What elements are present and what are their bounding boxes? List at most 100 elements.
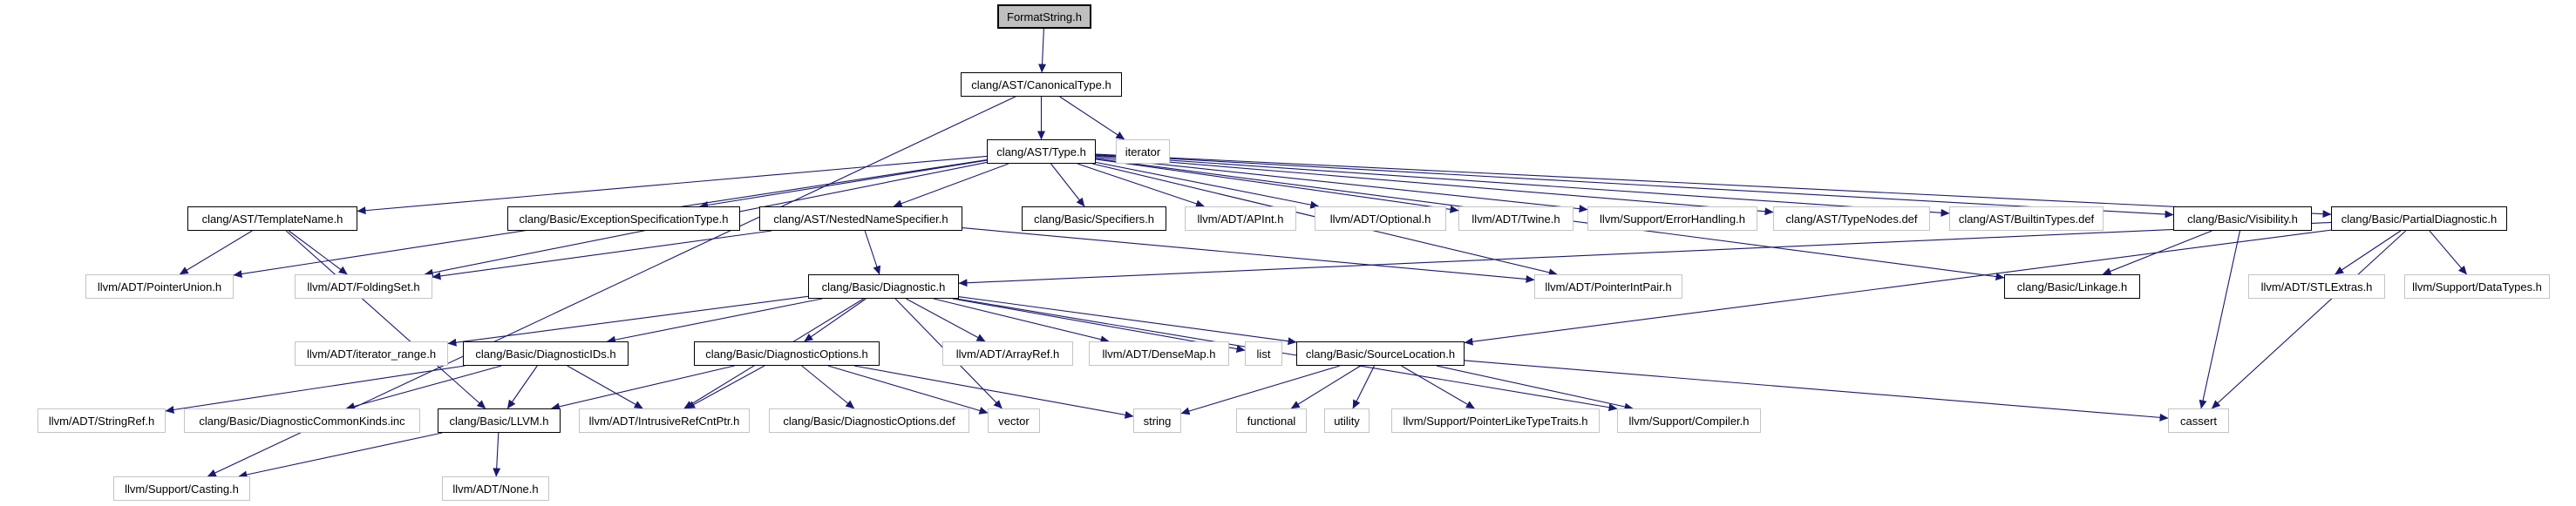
- graph-node-label: clang/Basic/DiagnosticCommonKinds.inc: [199, 414, 405, 428]
- edge-type-to-partialdiag: [1095, 153, 2332, 219]
- graph-node-type[interactable]: clang/AST/Type.h: [987, 139, 1096, 164]
- graph-node-arrayref: llvm/ADT/ArrayRef.h: [942, 341, 1073, 366]
- edge-templatename-to-pointerunion: [179, 230, 253, 275]
- graph-node-label: clang/Basic/PartialDiagnostic.h: [2341, 212, 2498, 226]
- graph-node-llvmh[interactable]: clang/Basic/LLVM.h: [438, 408, 561, 433]
- edge-sourcelocation-to-utility: [1352, 365, 1375, 409]
- graph-node-label: clang/AST/BuiltinTypes.def: [1958, 212, 2095, 226]
- edge-type-to-nestedname: [893, 163, 1009, 207]
- graph-node-label: clang/AST/NestedNameSpecifier.h: [773, 212, 948, 226]
- graph-node-label: clang/AST/CanonicalType.h: [971, 78, 1111, 91]
- edge-sourcelocation-to-functional: [1290, 365, 1362, 409]
- graph-node-diagopts[interactable]: clang/Basic/DiagnosticOptions.h: [694, 341, 880, 366]
- edge-nestedname-to-diagnostic: [864, 230, 881, 275]
- graph-node-commonkinds: clang/Basic/DiagnosticCommonKinds.inc: [184, 408, 420, 433]
- edge-diagids-to-stringref: [165, 365, 466, 414]
- edge-sourcelocation-to-string: [1180, 365, 1341, 415]
- graph-node-label: clang/Basic/DiagnosticOptions.h: [705, 347, 868, 361]
- graph-node-label: llvm/Support/Compiler.h: [1628, 414, 1750, 428]
- graph-node-iterrange: llvm/ADT/iterator_range.h: [295, 341, 448, 366]
- graph-node-label: llvm/ADT/PointerIntPair.h: [1545, 280, 1672, 293]
- graph-node-label: llvm/ADT/PointerUnion.h: [97, 280, 222, 293]
- edge-diagnostic-to-diagopts: [804, 298, 867, 342]
- graph-node-label: llvm/ADT/Twine.h: [1472, 212, 1560, 226]
- graph-node-stringref: llvm/ADT/StringRef.h: [37, 408, 166, 433]
- graph-node-canonicaltype[interactable]: clang/AST/CanonicalType.h: [961, 72, 1122, 97]
- graph-node-label: llvm/ADT/None.h: [452, 482, 539, 496]
- edge-diagids-to-llvmh: [506, 365, 538, 409]
- graph-node-label: clang/Basic/Diagnostic.h: [821, 280, 946, 293]
- edge-type-to-builtintypes: [1095, 154, 1950, 217]
- graph-node-label: clang/AST/Type.h: [996, 145, 1086, 159]
- edge-diagopts-to-diagoptsdef: [801, 365, 855, 409]
- edge-type-to-errorhandling: [1095, 157, 1588, 213]
- graph-node-label: llvm/ADT/APInt.h: [1197, 212, 1284, 226]
- graph-node-iterator: iterator: [1116, 139, 1170, 164]
- graph-node-partialdiag[interactable]: clang/Basic/PartialDiagnostic.h: [2331, 206, 2507, 231]
- graph-node-pointerunion: llvm/ADT/PointerUnion.h: [85, 274, 234, 299]
- graph-node-datatypes: llvm/Support/DataTypes.h: [2404, 274, 2550, 299]
- graph-node-vector: vector: [988, 408, 1040, 433]
- graph-node-label: llvm/ADT/Optional.h: [1329, 212, 1431, 226]
- graph-node-label: cassert: [2180, 414, 2217, 428]
- graph-node-optional: llvm/ADT/Optional.h: [1315, 206, 1446, 231]
- edge-diagnostic-to-arrayref: [906, 298, 986, 342]
- edge-partialdiag-to-diagnostic: [958, 221, 2332, 287]
- edge-type-to-templatename: [357, 155, 988, 215]
- graph-node-label: functional: [1247, 414, 1296, 428]
- edge-type-to-typenodes: [1095, 155, 1774, 216]
- graph-node-label: clang/Basic/Specifiers.h: [1033, 212, 1154, 226]
- graph-node-label: llvm/ADT/DenseMap.h: [1102, 347, 1216, 361]
- graph-node-label: clang/Basic/LLVM.h: [449, 414, 549, 428]
- edge-diagnostic-to-iterrange: [447, 295, 809, 347]
- graph-node-cassert: cassert: [2168, 408, 2229, 433]
- edge-type-to-apint: [1077, 163, 1205, 208]
- graph-node-label: llvm/Support/DataTypes.h: [2412, 280, 2542, 293]
- graph-node-pointerlike: llvm/Support/PointerLikeTypeTraits.h: [1391, 408, 1600, 433]
- graph-node-label: llvm/ADT/StringRef.h: [48, 414, 155, 428]
- edge-diagnostic-to-compiler: [956, 298, 1618, 412]
- graph-node-label: clang/Basic/Linkage.h: [2016, 280, 2128, 293]
- edge-sourcelocation-to-pointerlike: [1401, 365, 1475, 409]
- graph-node-sourcelocation[interactable]: clang/Basic/SourceLocation.h: [1296, 341, 1465, 366]
- graph-node-label: string: [1143, 414, 1172, 428]
- graph-node-formatstring: FormatString.h: [997, 4, 1091, 29]
- graph-node-stlextras: llvm/ADT/STLExtras.h: [2248, 274, 2385, 299]
- graph-node-nestedname[interactable]: clang/AST/NestedNameSpecifier.h: [759, 206, 962, 231]
- edge-type-to-specifiers: [1050, 163, 1085, 207]
- graph-node-templatename[interactable]: clang/AST/TemplateName.h: [187, 206, 357, 231]
- graph-node-label: llvm/ADT/IntrusiveRefCntPtr.h: [588, 414, 740, 428]
- graph-node-diagnostic[interactable]: clang/Basic/Diagnostic.h: [808, 274, 959, 299]
- graph-node-string: string: [1133, 408, 1181, 433]
- edge-visibility-to-cassert: [2199, 230, 2240, 409]
- graph-node-label: list: [1256, 347, 1271, 361]
- graph-node-specifiers[interactable]: clang/Basic/Specifiers.h: [1022, 206, 1166, 231]
- graph-node-list: list: [1245, 341, 1282, 366]
- graph-node-utility: utility: [1324, 408, 1370, 433]
- edge-type-to-visibility: [1095, 153, 2174, 219]
- edge-partialdiag-to-stlextras: [2335, 230, 2402, 275]
- graph-node-label: clang/Basic/DiagnosticOptions.def: [783, 414, 955, 428]
- edge-diagopts-to-string: [853, 365, 1134, 419]
- edge-canonicaltype-to-iterator: [1059, 96, 1125, 140]
- edge-templatename-to-foldingset: [288, 230, 348, 275]
- graph-node-label: clang/AST/TemplateName.h: [201, 212, 343, 226]
- graph-node-label: llvm/ADT/iterator_range.h: [306, 347, 437, 361]
- graph-node-label: llvm/ADT/FoldingSet.h: [307, 280, 420, 293]
- graph-node-label: llvm/Support/PointerLikeTypeTraits.h: [1403, 414, 1588, 428]
- graph-node-exceptionspec[interactable]: clang/Basic/ExceptionSpecificationType.h: [507, 206, 740, 231]
- graph-node-functional: functional: [1236, 408, 1307, 433]
- graph-node-label: utility: [1334, 414, 1360, 428]
- graph-node-casting: llvm/Support/Casting.h: [113, 476, 250, 501]
- edge-type-to-exceptionspec: [699, 159, 988, 209]
- graph-node-diagids[interactable]: clang/Basic/DiagnosticIDs.h: [463, 341, 629, 366]
- graph-node-label: llvm/Support/ErrorHandling.h: [1600, 212, 1745, 226]
- edge-formatstring-to-canonicaltype: [1038, 28, 1047, 73]
- graph-node-compiler: llvm/Support/Compiler.h: [1617, 408, 1761, 433]
- edge-diagopts-to-llvmh: [551, 365, 735, 411]
- graph-node-visibility[interactable]: clang/Basic/Visibility.h: [2173, 206, 2312, 231]
- graph-node-label: clang/Basic/Visibility.h: [2187, 212, 2298, 226]
- edge-llvmh-to-none: [493, 432, 501, 477]
- graph-node-label: llvm/Support/Casting.h: [125, 482, 239, 496]
- graph-node-linkage[interactable]: clang/Basic/Linkage.h: [2004, 274, 2140, 299]
